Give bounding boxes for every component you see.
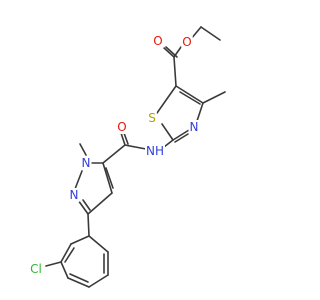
bond — [88, 235, 109, 253]
bond — [162, 46, 175, 58]
atom-label-background — [147, 111, 157, 125]
atom-cl-phenyl: Cl — [30, 262, 42, 276]
bond — [163, 139, 174, 148]
atom-label-background — [68, 188, 80, 202]
molecule-structure: O O S N O NH N N Cl — [29, 26, 226, 288]
bond — [175, 85, 204, 104]
bond — [156, 85, 177, 114]
bond — [120, 132, 126, 146]
bond — [88, 274, 109, 288]
bond — [64, 247, 75, 263]
bond — [165, 46, 178, 58]
bond — [172, 129, 190, 141]
bond — [82, 199, 91, 211]
atom-o-amide: O — [117, 120, 126, 134]
bond — [45, 261, 62, 267]
bond — [161, 123, 174, 141]
bond — [124, 144, 147, 150]
atom-n-amide: NH — [146, 144, 164, 158]
bond — [87, 213, 90, 237]
bond — [123, 132, 129, 145]
bond — [102, 162, 113, 194]
atom-label-background — [145, 144, 165, 158]
bond — [60, 243, 72, 263]
bond — [79, 143, 87, 156]
atom-label-background — [188, 120, 200, 134]
bond — [105, 167, 114, 189]
bond — [67, 277, 90, 288]
bond — [174, 133, 189, 143]
bond — [74, 170, 83, 190]
bond — [102, 144, 126, 164]
bond — [196, 102, 204, 122]
atom-o-ether-ester: O — [182, 35, 191, 49]
atom-n-pyrazole: N — [70, 188, 79, 202]
atom-label-background — [116, 120, 128, 134]
atom-labels: O O S N O NH N N Cl — [29, 34, 200, 276]
atom-label-background — [80, 156, 92, 170]
atom-label-background — [181, 35, 193, 49]
bond — [77, 199, 89, 215]
bond — [173, 56, 177, 87]
atom-o-carbonyl-ester: O — [153, 34, 162, 48]
atom-label-background — [152, 34, 164, 48]
bond — [70, 235, 90, 245]
bond — [200, 26, 221, 41]
bond — [69, 273, 89, 283]
atom-n-pyrazole-methyl: N — [82, 156, 91, 170]
bond — [179, 91, 201, 105]
bond — [60, 261, 69, 279]
atom-label-background — [29, 262, 43, 276]
atom-n-thiazole: N — [190, 120, 199, 134]
atom-s-thiazole: S — [148, 111, 156, 125]
bonds — [45, 26, 226, 288]
bond — [87, 192, 113, 215]
bond — [202, 91, 226, 104]
